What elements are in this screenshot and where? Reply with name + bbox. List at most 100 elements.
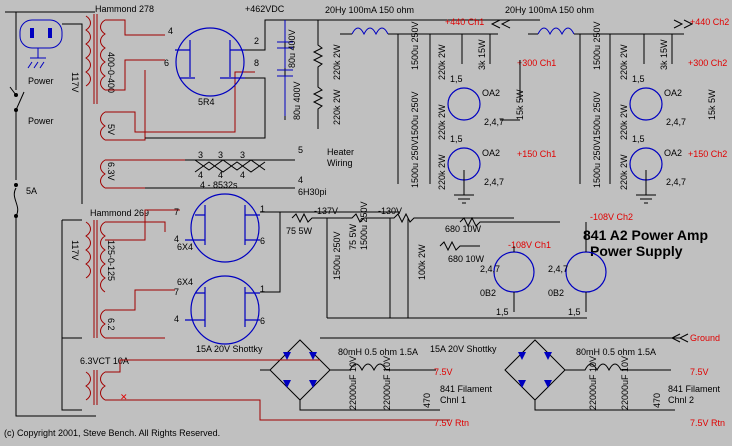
c1500b-label: 1500u 250V [410,91,420,140]
svg-text:1,5: 1,5 [632,74,645,84]
transformer-278: Hammond 278 117V 400-0-400 5V 6.3V [70,4,154,189]
r680b-label: 680 10W [448,254,485,264]
copyright: (c) Copyright 2001, Steve Bench. All Rig… [4,428,220,438]
svg-text:117V: 117V [70,240,80,260]
svg-text:2,4,7: 2,4,7 [480,264,500,274]
svg-text:2,4,7: 2,4,7 [548,264,568,274]
plug-prong-icon [48,28,52,38]
ob2-a-label: 0B2 [480,288,496,298]
negative-supply: 75 5W -137V -130V 1500u 250V 75 5W 1500u… [286,201,633,319]
svg-text:220k 2W: 220k 2W [619,44,629,80]
v137-label: -137V [314,206,338,216]
hammond-278-label: Hammond 278 [95,4,154,14]
rail-440-ch1[interactable]: +440 Ch1 [445,17,484,27]
filament-supply-1: 15A 20V Shottky 80mH 0.5 ohm 1.5A 22000u… [196,339,493,428]
rail-300-ch2[interactable]: +300 Ch2 [688,58,727,68]
r470-a-label: 470 [422,393,432,408]
svg-text:1: 1 [260,284,265,294]
cap80a-label: 80u 400V [287,29,297,68]
filament1-label: 841 Filament [440,384,493,394]
svg-text:1,5: 1,5 [632,134,645,144]
caps-80uf: 80u 400V 80u 400V [277,20,302,120]
choke-fil1-label: 80mH 0.5 ohm 1.5A [338,347,418,357]
rectifier-5r4: 5R4 4 6 2 8 [164,26,259,107]
choke1-label: 20Hy 100mA 150 ohm [325,5,414,15]
filament-supply-2: 15A 20V Shottky 80mH 0.5 ohm 1.5A 22000u… [430,339,725,428]
rectifier-6x4-a: 6X4 74 16 [174,193,265,263]
chnl1-label: Chnl 1 [440,395,466,405]
r75b-label: 75 5W [348,223,358,250]
v130-label: -130V [378,206,402,216]
svg-text:2,4,7: 2,4,7 [484,117,504,127]
choke2-label: 20Hy 100mA 150 ohm [505,5,594,15]
svg-text:220k 2W: 220k 2W [437,154,447,190]
ac-input: Power Power 5A [5,11,96,417]
tubes-8532-label: 4 - 8532s [200,180,238,190]
svg-text:5: 5 [298,145,303,155]
svg-text:6: 6 [260,236,265,246]
switch-label: Power [28,116,54,126]
heater-label: Heater [327,147,354,157]
svg-text:4: 4 [168,26,173,36]
svg-text:1,5: 1,5 [450,134,463,144]
oa2-ch2-a-icon [629,87,663,121]
tubes-6h30-label: 6H30pi [298,187,327,197]
shottky2-label: 15A 20V Shottky [430,344,497,354]
svg-text:4: 4 [174,234,179,244]
svg-text:4: 4 [240,170,245,180]
rail-75-b[interactable]: 7.5V [690,367,709,377]
c1500c-label: 1500u 250V [410,139,420,188]
svg-text:6: 6 [164,58,169,68]
rail-n108-ch1[interactable]: -108V Ch1 [508,240,551,250]
svg-text:220k 2W: 220k 2W [437,44,447,80]
filter-ch1: 1500u 250V 1500u 250V 1500u 250V 220k 2W… [397,21,525,204]
r15k-label: 15k 5W [515,89,525,120]
svg-text:220k 2W: 220k 2W [619,154,629,190]
6v3ct-label: 6.3VCT 10A [80,356,129,366]
svg-text:6: 6 [260,316,265,326]
ground-icon [27,48,46,69]
transformer-269: Hammond 269 117V 125-0-125 6.2 6.3VCT 10… [70,208,149,405]
oa2-ch1-a-icon [447,87,481,121]
hammond-269-label: Hammond 269 [90,208,149,218]
rail-440-ch2[interactable]: +440 Ch2 [690,17,729,27]
rail-150-ch2[interactable]: +150 Ch2 [688,149,727,159]
svg-text:6X4: 6X4 [177,242,193,252]
ac-plug-icon [19,19,63,49]
svg-text:2,4,7: 2,4,7 [484,177,504,187]
svg-text:470: 470 [652,393,662,408]
plug-prong-icon [30,28,34,38]
choke-fil2-label: 80mH 0.5 ohm 1.5A [576,347,656,357]
62-label: 6.2 [106,318,116,331]
svg-text:2,4,7: 2,4,7 [666,117,686,127]
svg-text:4: 4 [298,175,303,185]
chnl2-label: Chnl 2 [668,395,694,405]
fuse-label: 5A [26,186,37,196]
r680a-label: 680 10W [445,224,482,234]
svg-text:3: 3 [240,150,245,160]
svg-text:22000uF 10V: 22000uF 10V [620,356,630,410]
rail-150-ch1[interactable]: +150 Ch1 [517,149,556,159]
svg-text:1: 1 [260,204,265,214]
ob2-b-label: 0B2 [548,288,564,298]
rail-75-rtn-b[interactable]: 7.5V Rtn [690,418,725,428]
rail-75-rtn-a[interactable]: 7.5V Rtn [434,418,469,428]
svg-text:220k 2W: 220k 2W [619,104,629,140]
svg-text:8: 8 [254,58,259,68]
5v-label: 5V [106,124,116,135]
svg-text:4: 4 [198,170,203,180]
5r4-label: 5R4 [198,97,215,107]
svg-text:3k 15W: 3k 15W [659,39,669,70]
svg-text:✕: ✕ [120,392,128,402]
svg-text:2: 2 [254,36,259,46]
rail-n108-ch2[interactable]: -108V Ch2 [590,212,633,222]
svg-text:1500u 250V: 1500u 250V [359,201,369,250]
rail-75-a[interactable]: 7.5V [434,367,453,377]
svg-text:22000uF 10V: 22000uF 10V [382,356,392,410]
title-line1: 841 A2 Power Amp [583,227,708,243]
6x4-a-icon [190,193,260,263]
rail-300-ch1[interactable]: +300 Ch1 [517,58,556,68]
svg-text:1,5: 1,5 [496,307,509,317]
svg-text:22000uF 10V: 22000uF 10V [588,356,598,410]
rail-ground[interactable]: Ground [690,333,720,343]
